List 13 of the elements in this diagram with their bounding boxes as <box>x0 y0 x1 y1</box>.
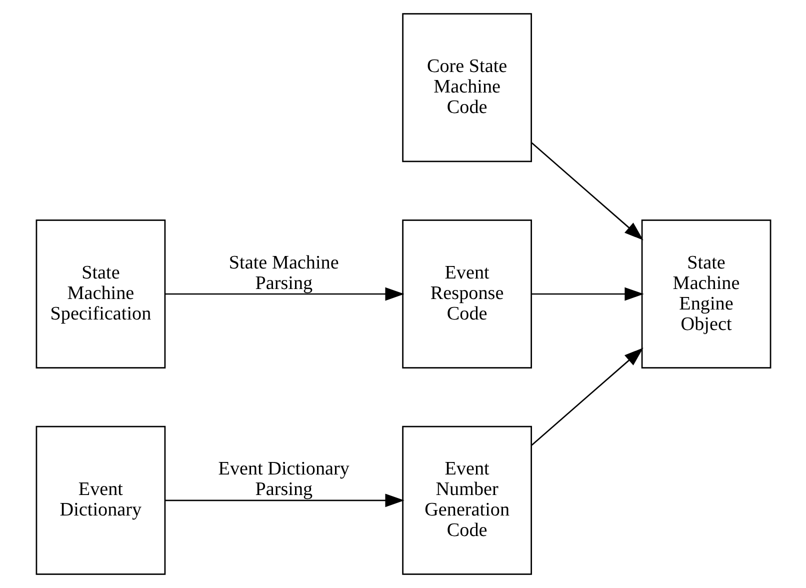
node-box: Core State Machine Code <box>402 13 532 162</box>
arrow <box>164 287 404 301</box>
edge-label: Event Dictionary Parsing <box>218 458 349 500</box>
node-box: State Machine Specification <box>35 220 166 368</box>
arrow <box>530 142 643 240</box>
node-box: State Machine Engine Object <box>640 220 771 368</box>
arrow <box>531 287 644 301</box>
edge-label: State Machine Parsing <box>228 252 338 294</box>
node-box: Event Number Generation Code <box>402 426 532 575</box>
node-box: Event Response Code <box>402 220 532 368</box>
node-box: Event Dictionary <box>35 426 166 575</box>
arrow <box>164 494 404 508</box>
arrow <box>530 348 643 446</box>
